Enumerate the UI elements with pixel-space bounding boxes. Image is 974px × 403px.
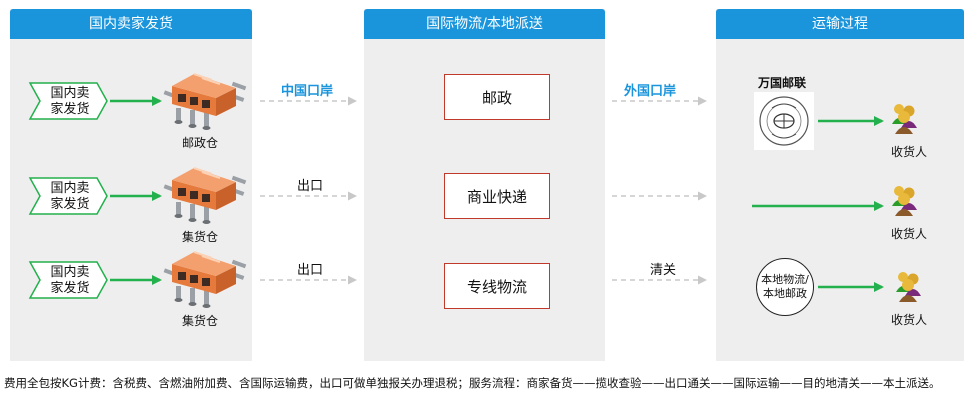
transport-panel: 运输过程 — [716, 9, 964, 361]
receiver-label-1: 收货人 — [890, 145, 927, 159]
local-carrier-line-1: 本地物流/ — [761, 273, 809, 286]
import-port-label-3: 清关 — [650, 263, 677, 278]
seller-label-line-2: 家发货 — [50, 102, 90, 117]
warehouse-icon-1 — [162, 73, 248, 131]
seller-label-3: 国内卖 家发货 — [38, 265, 102, 297]
receiver-label-2: 收货人 — [890, 227, 927, 241]
warehouse-icon-3 — [162, 251, 248, 309]
warehouse-icon-2 — [162, 167, 248, 225]
receiver-people-icon-3 — [896, 272, 921, 302]
service-box-express: 商业快递 — [444, 173, 550, 219]
receiver-label-3: 收货人 — [890, 313, 927, 327]
upu-seal-icon — [754, 92, 814, 150]
dispatch-panel-title: 国际物流/本地派送 — [364, 9, 605, 39]
service-box-postal: 邮政 — [444, 74, 550, 120]
import-port-label-1: 外国口岸 — [624, 84, 677, 99]
receiver-people-icon-2 — [892, 186, 917, 216]
receiver-people-icon-1 — [892, 104, 917, 134]
export-port-label-1: 中国口岸 — [281, 84, 334, 99]
seller-label-line-2: 家发货 — [50, 281, 90, 296]
transport-panel-title: 运输过程 — [716, 9, 964, 39]
seller-label-1: 国内卖 家发货 — [38, 86, 102, 118]
seller-label-line-1: 国内卖 — [50, 265, 90, 280]
seller-chevron-tag-icon-1 — [28, 82, 108, 120]
upu-label: 万国邮联 — [758, 76, 807, 90]
seller-label-line-2: 家发货 — [50, 197, 90, 212]
export-port-label-2: 出口 — [297, 179, 324, 194]
service-box-dedicated-line: 专线物流 — [444, 263, 550, 309]
warehouse-label-3: 集货仓 — [181, 314, 218, 328]
seller-label-line-1: 国内卖 — [50, 86, 90, 101]
local-carrier-circle: 本地物流/ 本地邮政 — [756, 258, 814, 316]
warehouse-label-1: 邮政仓 — [181, 136, 218, 150]
seller-panel-title: 国内卖家发货 — [10, 9, 252, 39]
seller-label-line-1: 国内卖 — [50, 181, 90, 196]
seller-chevron-tag-icon-3 — [28, 261, 108, 299]
local-carrier-line-2: 本地邮政 — [763, 287, 807, 300]
seller-chevron-tag-icon-2 — [28, 177, 108, 215]
export-port-label-3: 出口 — [297, 263, 324, 278]
warehouse-label-2: 集货仓 — [181, 230, 218, 244]
seller-label-2: 国内卖 家发货 — [38, 181, 102, 213]
footer-note: 费用全包按KG计费：含税费、含燃油附加费、含国际运输费，出口可做单独报关办理退税… — [4, 376, 941, 390]
